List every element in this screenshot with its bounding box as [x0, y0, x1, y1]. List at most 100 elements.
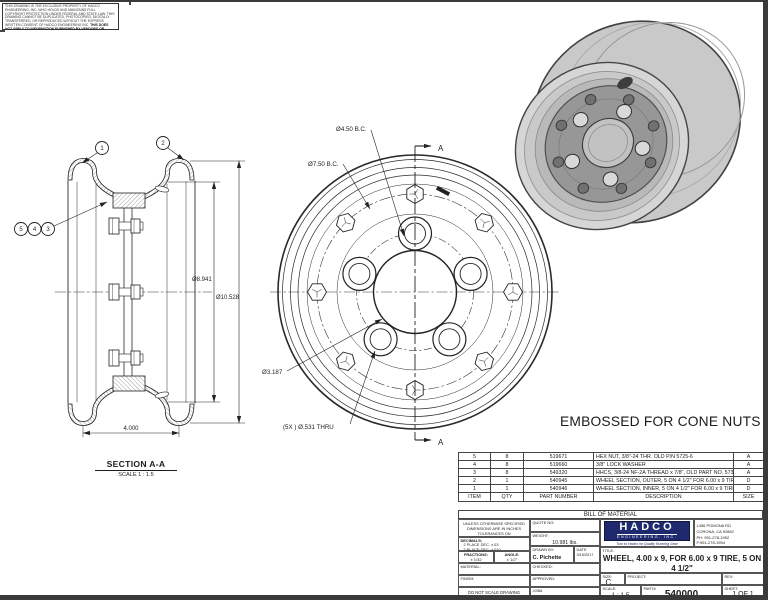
lug-hole — [369, 328, 392, 351]
iso-bolt-head — [622, 94, 635, 106]
rim-cross-section-lower — [67, 375, 195, 426]
cone-nut-clamp-section — [112, 192, 146, 209]
weight-cell: WEIGHT: 10.981 lbs. — [530, 532, 600, 546]
iso-lug-hole — [634, 140, 651, 156]
logo-tagline: Turn to Hadco for Quality Running Gear — [616, 542, 678, 546]
rim-clamp-bolts — [306, 183, 524, 401]
rim-cross-section — [67, 158, 195, 209]
iso-valve-hole — [617, 76, 633, 90]
drawn-by-cell: DRAWN BY: C. Pichette — [530, 546, 574, 563]
approved-cell: APPROVED: — [530, 575, 600, 587]
iso-bolt-head — [577, 182, 590, 194]
drawn-by-value: C. Pichette — [532, 555, 562, 562]
section-bolts — [108, 217, 144, 367]
section-view: Ø8.941 Ø10.528 4.000 1 2 5 4 3 — [14, 136, 246, 438]
sheet-edge-top — [0, 0, 768, 2]
sheet-edge-right — [763, 0, 768, 600]
iso-center-bore — [581, 117, 635, 169]
iso-lug-hole — [564, 153, 581, 170]
sheet-value: 1 OF 1 — [732, 591, 754, 596]
border-tick-left — [0, 30, 5, 32]
section-view-scale: SCALE 1 : 1.5 — [118, 472, 154, 478]
disc-emboss-ring — [558, 98, 654, 190]
drawing-title: WHEEL, 4.00 x 9, FOR 6.00 x 9 TIRE, 5 ON… — [602, 554, 762, 573]
lug-hole — [459, 262, 482, 285]
border-tick-top — [129, 0, 131, 5]
iso-bolt-head — [555, 119, 568, 131]
iso-bolt-head — [552, 156, 565, 168]
bom-title: BILL OF MATERIAL — [458, 510, 763, 519]
section-dimensions — [82, 160, 246, 438]
hadco-logo: HADCO ENGINEERING, INC. — [604, 521, 690, 541]
size-value: C — [605, 578, 612, 585]
part-number-value: 540000 — [664, 589, 699, 596]
iso-lug-hole — [572, 112, 589, 128]
label-bc-450: Ø4.50 B.C. — [336, 126, 367, 133]
balloon-2: 2 — [161, 141, 165, 147]
bolt-head-section — [108, 283, 120, 301]
balloon-3: 3 — [46, 227, 50, 233]
drawing-title-cell: TITLE: WHEEL, 4.00 x 9, FOR 6.00 x 9 TIR… — [600, 547, 764, 573]
rev-cell: REV: — [722, 573, 764, 585]
dim-inner-diameter: Ø8.941 — [192, 277, 212, 283]
bolt-head-section — [108, 217, 120, 235]
bolt-nut-section — [130, 350, 141, 366]
iso-bolt-head — [647, 120, 660, 132]
section-view-label: SECTION A-A — [95, 459, 177, 471]
tolerance-decimals: DECIMALS: 2 PLACE DEC. ±.03 3 PLACE DEC.… — [458, 537, 530, 551]
cut-label-top: A — [438, 144, 444, 153]
bolt-nut-section — [130, 284, 141, 300]
cut-label-bottom: A — [438, 438, 444, 447]
date-value: 3/15/2017 — [576, 553, 594, 558]
company-logo-cell: HADCO ENGINEERING, INC. Turn to Hadco fo… — [600, 519, 694, 547]
project-cell: PROJECT: — [625, 573, 722, 585]
company-address: 1456 POMONA RD CORONA, CA 92882 PH: 951-… — [694, 519, 764, 547]
lug-holes — [342, 216, 488, 357]
valve-slot — [435, 185, 451, 197]
cutting-plane-line — [414, 143, 432, 443]
logo-name: HADCO — [619, 521, 675, 534]
logo-subtitle: ENGINEERING, INC. — [616, 534, 678, 539]
finish-cell: FINISH: — [458, 575, 530, 587]
material-cell: MATERIAL: — [458, 563, 530, 575]
disclaimer-text: THIS DRAWING IS THE EXCLUSIVE PROPERTY O… — [5, 4, 115, 28]
bolt-nut-section — [130, 218, 141, 234]
iso-bolt-head — [584, 94, 597, 106]
balloon-4: 4 — [33, 227, 37, 233]
disclaimer-bold-text: THIS DOES NOT APPLY TO INFORMATION FURNI… — [5, 23, 109, 30]
embossed-note: EMBOSSED FOR CONE NUTS — [560, 414, 761, 429]
size-cell: SIZE: C — [600, 573, 625, 585]
dim-outer-diameter: Ø10.528 — [216, 295, 240, 301]
date-cell: DATE 3/15/2017 — [574, 546, 600, 563]
bolt-head-section — [108, 349, 120, 367]
valve-hole-section — [154, 185, 170, 193]
label-bc-750: Ø7.50 B.C. — [308, 161, 339, 168]
iso-lug-hole — [602, 171, 619, 187]
tolerance-fractions: FRACTIONS: ± 1/32 — [458, 551, 494, 563]
tolerance-angle: ANGLE: ± 1/2° — [494, 551, 530, 563]
iso-lugs-and-bolts — [552, 94, 660, 194]
iso-bolt-head — [644, 157, 657, 169]
quote-cell: QUOTE NO: — [530, 519, 600, 532]
label-lug-holes: (5X ) Ø.531 THRU — [283, 424, 334, 431]
balloon-callouts — [14, 136, 185, 236]
front-leaders — [286, 129, 405, 425]
checked-cell: CHECKED: — [530, 563, 600, 575]
iso-bore-shadow — [588, 124, 628, 162]
tolerance-heading: UNLESS OTHERWISE SPECIFIED DIMENSIONS AR… — [458, 519, 530, 537]
iso-bolt-head — [615, 182, 628, 194]
front-view: A A Ø4.50 B.C. Ø7.50 B.C. Ø3.187 (5X ) Ø… — [262, 126, 560, 447]
balloon-1: 1 — [100, 146, 104, 152]
iso-view-3d — [514, 20, 746, 231]
weight-value: 10.981 lbs. — [552, 540, 578, 546]
label-bore: Ø3.187 — [262, 369, 283, 376]
